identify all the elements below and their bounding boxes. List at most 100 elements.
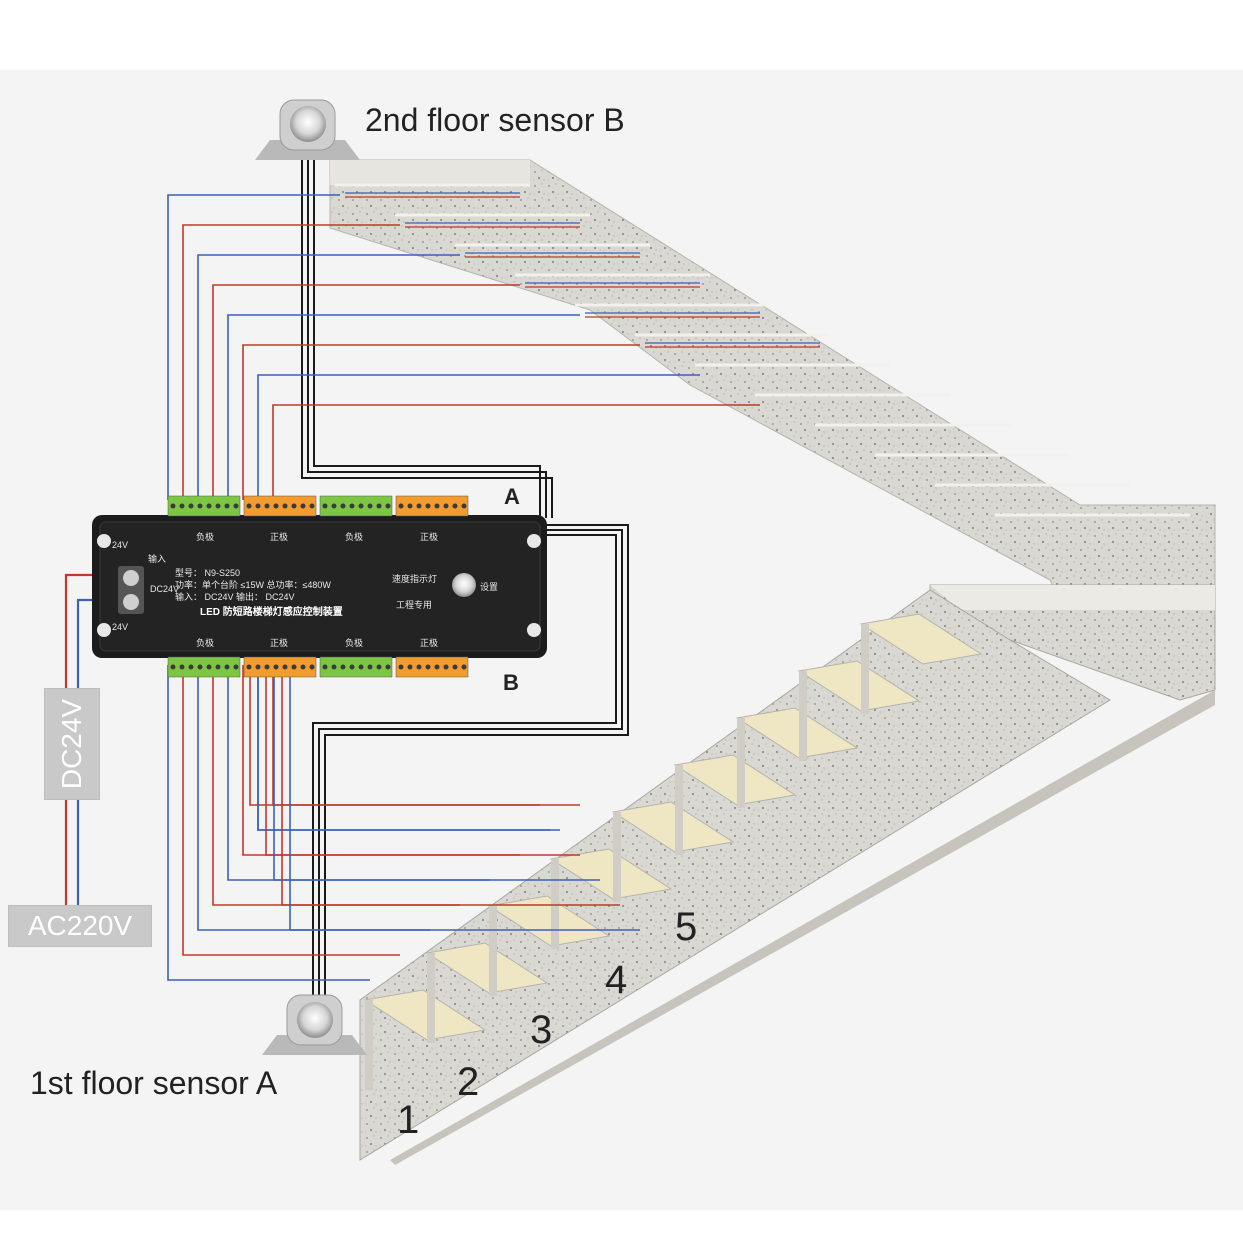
- positive-label-1: 正极: [270, 638, 289, 648]
- led-wire-lower: [182, 665, 400, 956]
- terminal-block-bottom: [167, 656, 241, 678]
- led-wire-upper: [257, 374, 700, 500]
- sensor-wires: [301, 150, 629, 1000]
- terminal-screw-icon: [349, 664, 355, 670]
- terminal-screw-icon: [264, 503, 270, 509]
- terminal-screw-icon: [425, 664, 431, 670]
- terminal-screw-icon: [188, 503, 194, 509]
- terminal-screw-icon: [367, 503, 373, 509]
- lower-step-tread: [487, 895, 611, 947]
- led-wire-upper: [227, 314, 580, 500]
- positive-label-4: 正极: [420, 532, 439, 542]
- terminal-screw-icon: [215, 664, 221, 670]
- terminal-screw-icon: [179, 664, 185, 670]
- terminal-screw-icon: [349, 503, 355, 509]
- negative-label-3: 负极: [196, 532, 215, 542]
- terminal-screw-icon: [255, 664, 261, 670]
- terminal-screw-icon: [385, 664, 391, 670]
- terminal-screw-icon: [376, 503, 382, 509]
- terminal-screw-icon: [215, 503, 221, 509]
- ac-input-tag: AC220V: [8, 905, 152, 947]
- terminal-screw-icon: [416, 503, 422, 509]
- terminal-screw-icon: [170, 503, 176, 509]
- lower-step-tread: [797, 660, 921, 712]
- lower-stair-flight: [359, 589, 1215, 1165]
- dc-output-label: DC24V: [56, 698, 88, 790]
- terminal-screw-icon: [461, 503, 467, 509]
- controller-power: 功率：单个台阶 ≤15W 总功率：≤480W: [175, 580, 331, 590]
- terminal-screw-icon: [340, 503, 346, 509]
- port-a-label: A: [504, 484, 520, 509]
- led-wire-upper: [197, 254, 460, 500]
- lower-step-riser: [365, 1000, 373, 1090]
- sensor-b-icon: [255, 99, 360, 160]
- terminal-screw-icon: [452, 664, 458, 670]
- sensor-b-label: 2nd floor sensor B: [365, 102, 625, 138]
- terminal-screw-icon: [407, 503, 413, 509]
- step-number-2: 2: [457, 1060, 480, 1104]
- terminal-screw-icon: [367, 664, 373, 670]
- terminal-block-top: [243, 495, 317, 517]
- lower-step-tread: [859, 613, 983, 665]
- terminal-screw-icon: [443, 503, 449, 509]
- lower-step-riser: [551, 859, 559, 949]
- terminal-screw-icon: [309, 664, 315, 670]
- terminal-screw-icon: [188, 664, 194, 670]
- ac-input-label: AC220V: [27, 910, 133, 941]
- terminal-block-bottom: [319, 656, 393, 678]
- voltage-label: DC24V: [150, 584, 180, 594]
- terminal-screw-icon: [246, 664, 252, 670]
- terminal-screw-icon: [358, 664, 364, 670]
- terminal-screw-icon: [206, 664, 212, 670]
- terminal-screw-icon: [398, 664, 404, 670]
- lower-step-riser: [737, 718, 745, 808]
- step-number-4: 4: [605, 958, 628, 1002]
- terminal-screw-icon: [282, 503, 288, 509]
- terminal-screw-icon: [246, 503, 252, 509]
- terminal-screw-icon: [461, 664, 467, 670]
- terminal-screw-icon: [255, 503, 261, 509]
- speed-indicator-label: 速度指示灯: [392, 574, 438, 584]
- controller-model: 型号： N9-S250: [175, 568, 241, 578]
- terminal-screw-icon: [224, 664, 230, 670]
- terminal-screw-icon: [385, 503, 391, 509]
- power-screw-terminal-icon: [123, 570, 139, 586]
- terminal-screw-icon: [282, 664, 288, 670]
- terminal-screw-icon: [358, 503, 364, 509]
- led-wire-lower: [265, 665, 580, 856]
- terminal-screw-icon: [206, 503, 212, 509]
- terminal-screw-icon: [273, 503, 279, 509]
- dc-output-tag: DC24V: [44, 688, 100, 800]
- lower-step-tread: [549, 848, 673, 900]
- terminal-screw-icon: [331, 664, 337, 670]
- led-wire-upper: [182, 224, 400, 500]
- lower-step-riser: [427, 953, 435, 1043]
- terminal-block-top: [395, 495, 469, 517]
- lower-step-riser: [675, 765, 683, 855]
- terminal-screw-icon: [443, 664, 449, 670]
- step-number-3: 3: [530, 1008, 553, 1052]
- terminal-block-bottom: [243, 656, 317, 678]
- terminal-screw-icon: [300, 664, 306, 670]
- lower-step-tread: [735, 707, 859, 759]
- step-number-5: 5: [675, 905, 698, 949]
- port-b-label: B: [503, 670, 519, 695]
- terminal-screw-icon: [291, 503, 297, 509]
- terminal-screw-icon: [273, 664, 279, 670]
- terminal-block-top: [319, 495, 393, 517]
- input-label: 输入: [148, 554, 167, 564]
- lower-step-treads: [363, 613, 983, 1090]
- lower-step-tread: [425, 942, 549, 994]
- led-wire-upper: [242, 344, 640, 500]
- terminal-screw-icon: [300, 503, 306, 509]
- terminal-blocks: [167, 495, 469, 678]
- led-wire-lower: [167, 665, 370, 981]
- terminal-screw-icon: [264, 664, 270, 670]
- sensor-a-icon: [262, 994, 367, 1055]
- led-wire-upper: [167, 194, 340, 500]
- setting-label: 设置: [480, 582, 499, 592]
- lower-step-riser: [799, 671, 807, 761]
- terminal-screw-icon: [376, 664, 382, 670]
- terminal-screw-icon: [170, 664, 176, 670]
